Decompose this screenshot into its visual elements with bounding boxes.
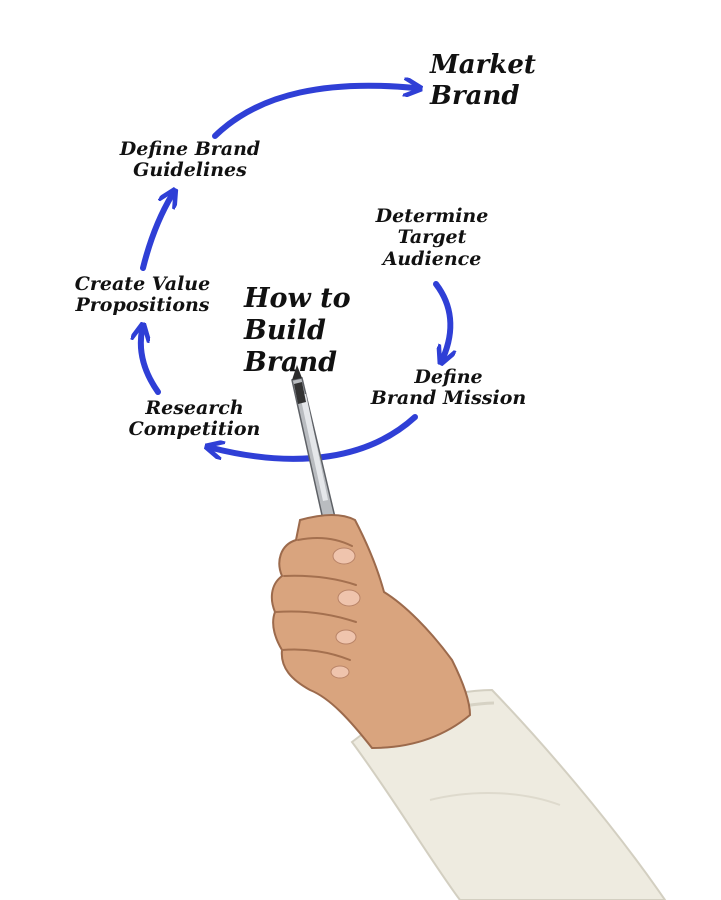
arrow-value-to-guidelines	[140, 195, 172, 271]
arrow-research-to-value	[141, 330, 161, 395]
step-determine-target-audience: Determine Target Audience	[375, 205, 489, 270]
step-research-competition: Research Competition	[128, 397, 261, 441]
hand	[270, 514, 472, 750]
step-create-value-propositions: Create Value Propositions	[74, 273, 211, 317]
arrow-guidelines-to-market	[212, 86, 415, 139]
pen	[291, 365, 339, 534]
center-title: How to Build Brand	[244, 283, 351, 378]
step-define-brand-mission: Define Brand Mission	[370, 366, 527, 410]
arrow-audience-to-mission	[433, 281, 450, 358]
step-define-brand-guidelines: Define Brand Guidelines	[119, 138, 261, 182]
arrow-mission-to-research	[212, 414, 418, 462]
goal-market-brand: Market Brand	[430, 50, 536, 111]
